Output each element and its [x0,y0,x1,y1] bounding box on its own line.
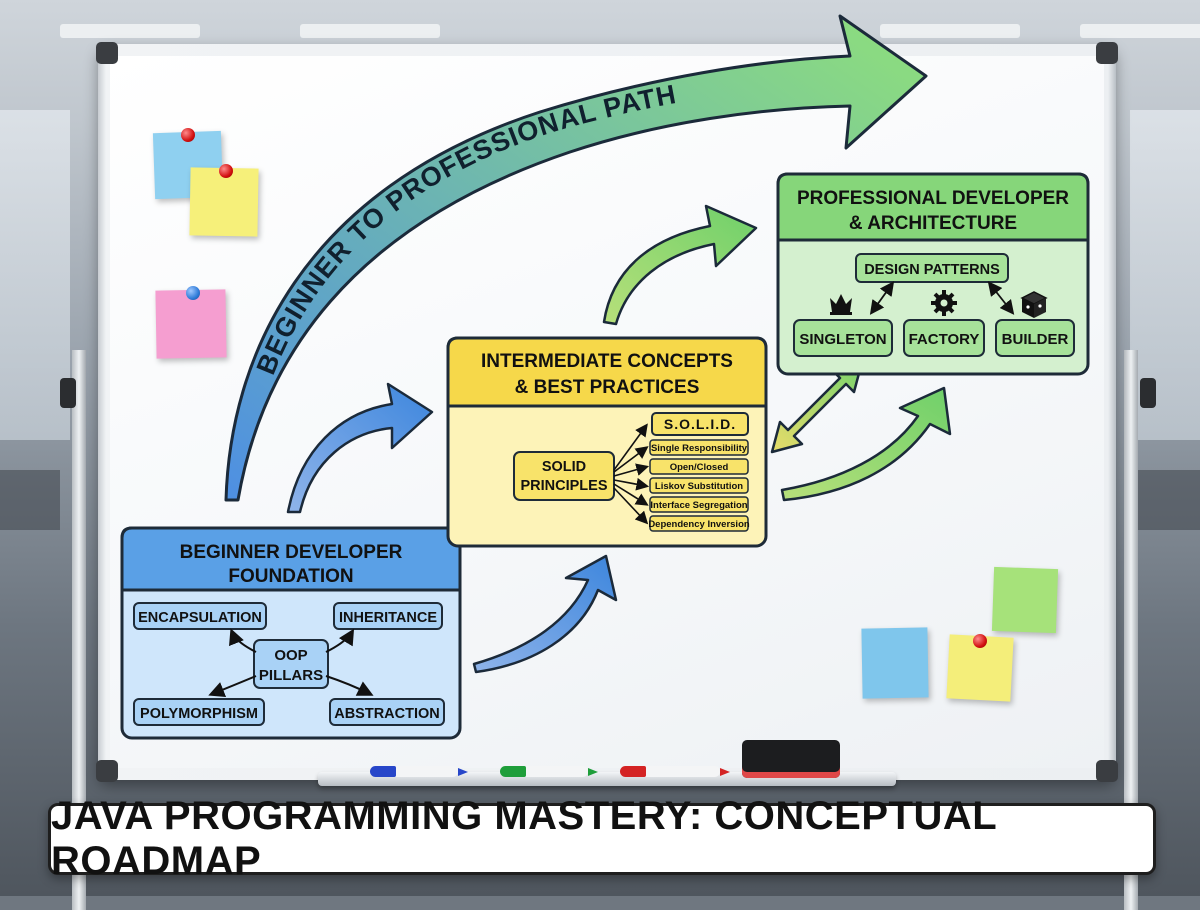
whiteboard-stand-left [72,350,86,910]
singleton-label: SINGLETON [799,331,886,348]
intermediate-title-line1: INTERMEDIATE CONCEPTS [481,351,733,372]
oop-label-2: PILLARS [259,667,323,684]
encapsulation-label: ENCAPSULATION [138,610,262,626]
whiteboard-stand-right [1124,350,1138,910]
gear-icon [931,290,957,316]
factory-label: FACTORY [909,331,980,348]
professional-title-line2: & ARCHITECTURE [849,213,1017,234]
arrow-intermediate-to-professional-top [602,204,758,326]
builder-label: BUILDER [1002,331,1069,348]
abstraction-label: ABSTRACTION [334,706,440,722]
stand-knob-left [60,378,76,408]
solid-item-l: Liskov Substitution [655,481,743,492]
beginner-title-line2: FOUNDATION [228,566,353,587]
crown-icon [830,294,852,315]
polymorphism-label: POLYMORPHISM [140,706,258,722]
professional-box: PROFESSIONAL DEVELOPER & ARCHITECTURE DE… [776,172,1090,376]
intermediate-title-line2: & BEST PRACTICES [515,377,700,398]
intermediate-box: INTERMEDIATE CONCEPTS & BEST PRACTICES S… [446,336,768,548]
solid-item-i: Interface Segregation [650,500,747,511]
design-patterns-label: DESIGN PATTERNS [864,262,1000,278]
solid-item-d: Dependency Inversion [648,519,750,530]
blue-marker[interactable] [370,766,468,777]
arrow-beginner-to-intermediate-bottom [472,554,618,674]
solid-center-label-2: PRINCIPLES [520,478,607,494]
oop-label-1: OOP [274,647,307,664]
solid-center-label-1: SOLID [542,459,586,475]
solid-header: S.O.L.I.D. [664,416,736,432]
solid-item-s: Single Responsibility [651,443,748,454]
green-marker[interactable] [500,766,598,777]
roadmap-caption: JAVA PROGRAMMING MASTERY: CONCEPTUAL ROA… [48,794,1156,883]
arrow-intermediate-to-professional-bottom [780,386,952,502]
arrow-beginner-to-intermediate-top [286,382,434,514]
cube-icon [1020,291,1048,318]
solid-item-o: Open/Closed [670,462,729,473]
professional-title-line1: PROFESSIONAL DEVELOPER [797,188,1069,209]
whiteboard-eraser[interactable] [742,740,840,778]
inheritance-label: INHERITANCE [339,610,437,626]
stand-knob-right [1140,378,1156,408]
beginner-title-line1: BEGINNER DEVELOPER [180,542,403,563]
beginner-box: BEGINNER DEVELOPER FOUNDATION OOP PILLAR… [120,526,462,740]
red-marker[interactable] [620,766,730,777]
